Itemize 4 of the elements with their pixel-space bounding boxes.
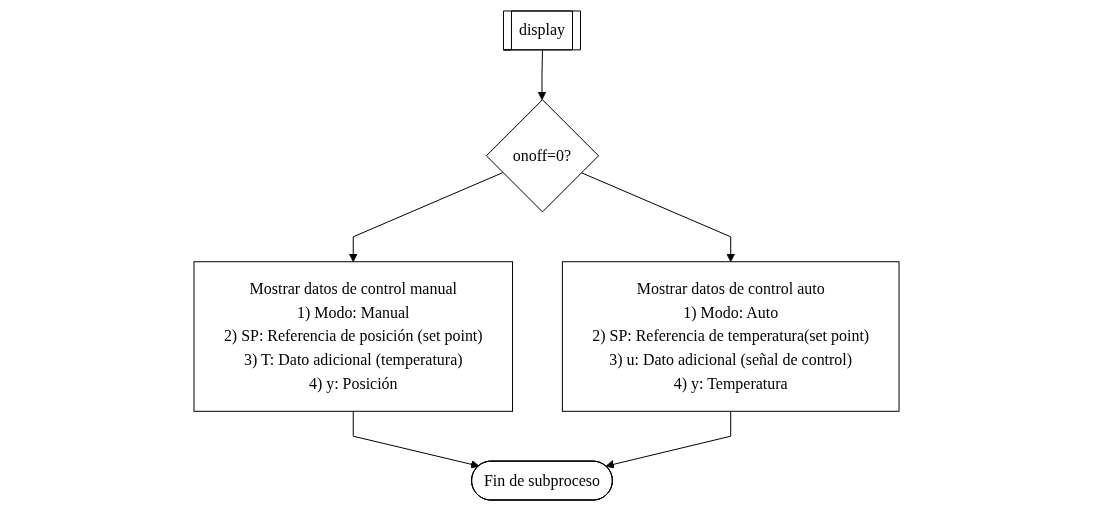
node-diamond: onoff=0? <box>486 99 600 213</box>
node-box: Mostrar datos de control auto 1) Modo: Auto 2) SP: Referencia de temperatura(set point) 3) u: Dato adicional (señal de control) 4) y: Temperatura <box>562 261 900 412</box>
node-box: Mostrar datos de control manual 1) Modo: Manual 2) SP: Referencia de posición (set point) 3) T: Dato adicional (temperatura) 4) y: Posición <box>193 261 514 412</box>
arrow <box>606 410 732 469</box>
